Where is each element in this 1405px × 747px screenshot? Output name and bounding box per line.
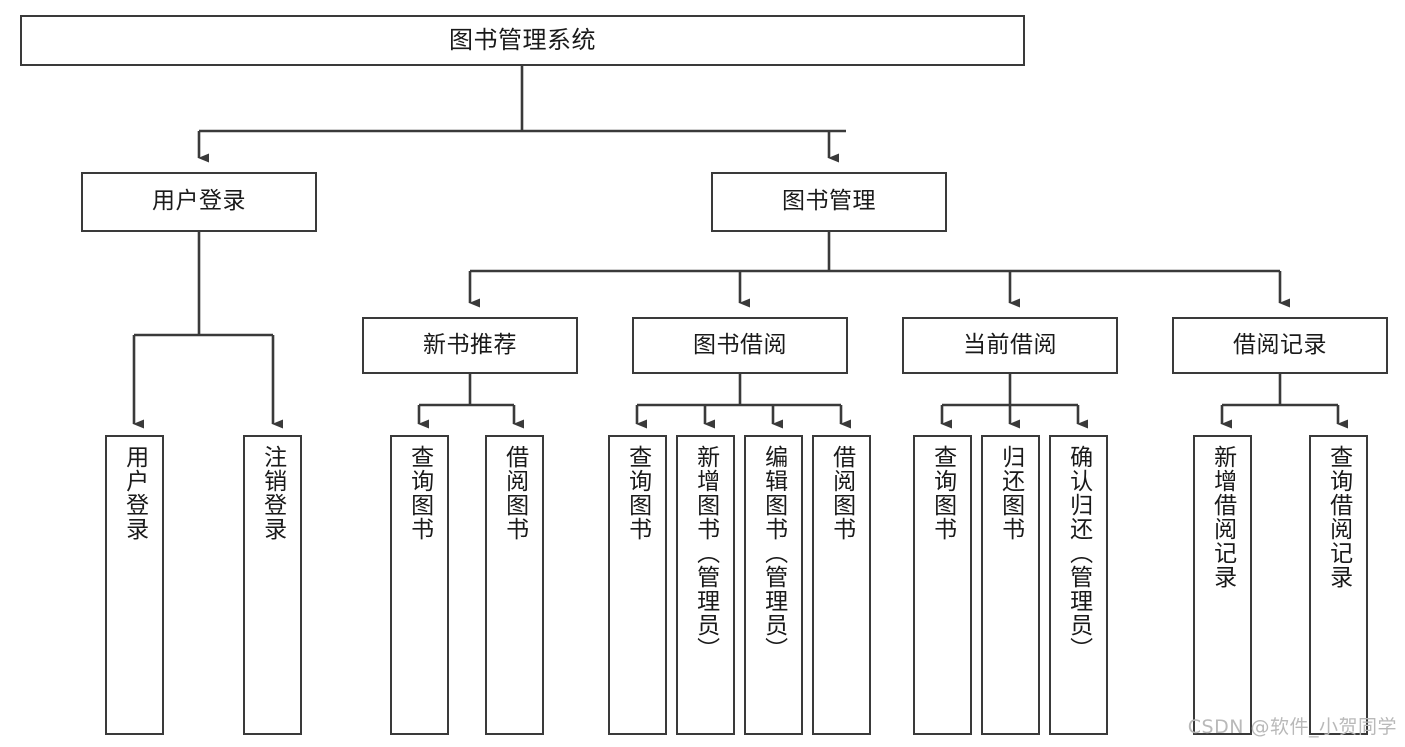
node-leaf-add-record[interactable]: 新增借阅记录	[1193, 435, 1252, 735]
node-leaf-confirm-return[interactable]: 确认归还（管理员）	[1049, 435, 1108, 735]
node-leaf-query-book-3[interactable]: 查询图书	[913, 435, 972, 735]
csdn-watermark: CSDN @软件_小贺同学	[1187, 716, 1397, 738]
node-user-login[interactable]: 用户登录	[81, 172, 317, 232]
node-leaf-add-book[interactable]: 新增图书（管理员）	[676, 435, 735, 735]
node-leaf-edit-book-label: 编辑图书（管理员）	[760, 445, 787, 661]
node-leaf-return-book-label: 归还图书	[997, 445, 1024, 541]
node-new-book-recommend[interactable]: 新书推荐	[362, 317, 578, 374]
node-book-manage[interactable]: 图书管理	[711, 172, 947, 232]
node-new-book-recommend-label: 新书推荐	[423, 331, 517, 358]
node-leaf-query-book-2-label: 查询图书	[624, 445, 651, 541]
node-leaf-logout[interactable]: 注销登录	[243, 435, 302, 735]
node-leaf-logout-label: 注销登录	[259, 445, 286, 541]
node-leaf-borrow-book-2-label: 借阅图书	[828, 445, 855, 541]
node-book-borrow[interactable]: 图书借阅	[632, 317, 848, 374]
node-leaf-query-book-1-label: 查询图书	[406, 445, 433, 541]
node-leaf-query-book-1[interactable]: 查询图书	[390, 435, 449, 735]
node-leaf-add-record-label: 新增借阅记录	[1209, 445, 1236, 589]
node-leaf-borrow-book-1-label: 借阅图书	[501, 445, 528, 541]
node-leaf-query-record[interactable]: 查询借阅记录	[1309, 435, 1368, 735]
node-root-system[interactable]: 图书管理系统	[20, 15, 1025, 66]
node-book-manage-label: 图书管理	[782, 188, 876, 215]
node-root-system-label: 图书管理系统	[449, 26, 596, 55]
node-current-borrow[interactable]: 当前借阅	[902, 317, 1118, 374]
node-leaf-edit-book[interactable]: 编辑图书（管理员）	[744, 435, 803, 735]
node-user-login-label: 用户登录	[152, 188, 246, 215]
node-leaf-user-login[interactable]: 用户登录	[105, 435, 164, 735]
node-leaf-user-login-label: 用户登录	[121, 445, 148, 541]
node-current-borrow-label: 当前借阅	[963, 331, 1057, 358]
node-book-borrow-label: 图书借阅	[693, 331, 787, 358]
node-leaf-borrow-book-1[interactable]: 借阅图书	[485, 435, 544, 735]
node-leaf-query-book-2[interactable]: 查询图书	[608, 435, 667, 735]
node-leaf-return-book[interactable]: 归还图书	[981, 435, 1040, 735]
node-leaf-query-record-label: 查询借阅记录	[1325, 445, 1352, 589]
node-borrow-record-label: 借阅记录	[1233, 331, 1327, 358]
node-leaf-confirm-return-label: 确认归还（管理员）	[1065, 445, 1092, 661]
node-leaf-borrow-book-2[interactable]: 借阅图书	[812, 435, 871, 735]
node-leaf-add-book-label: 新增图书（管理员）	[692, 445, 719, 661]
node-leaf-query-book-3-label: 查询图书	[929, 445, 956, 541]
node-borrow-record[interactable]: 借阅记录	[1172, 317, 1388, 374]
